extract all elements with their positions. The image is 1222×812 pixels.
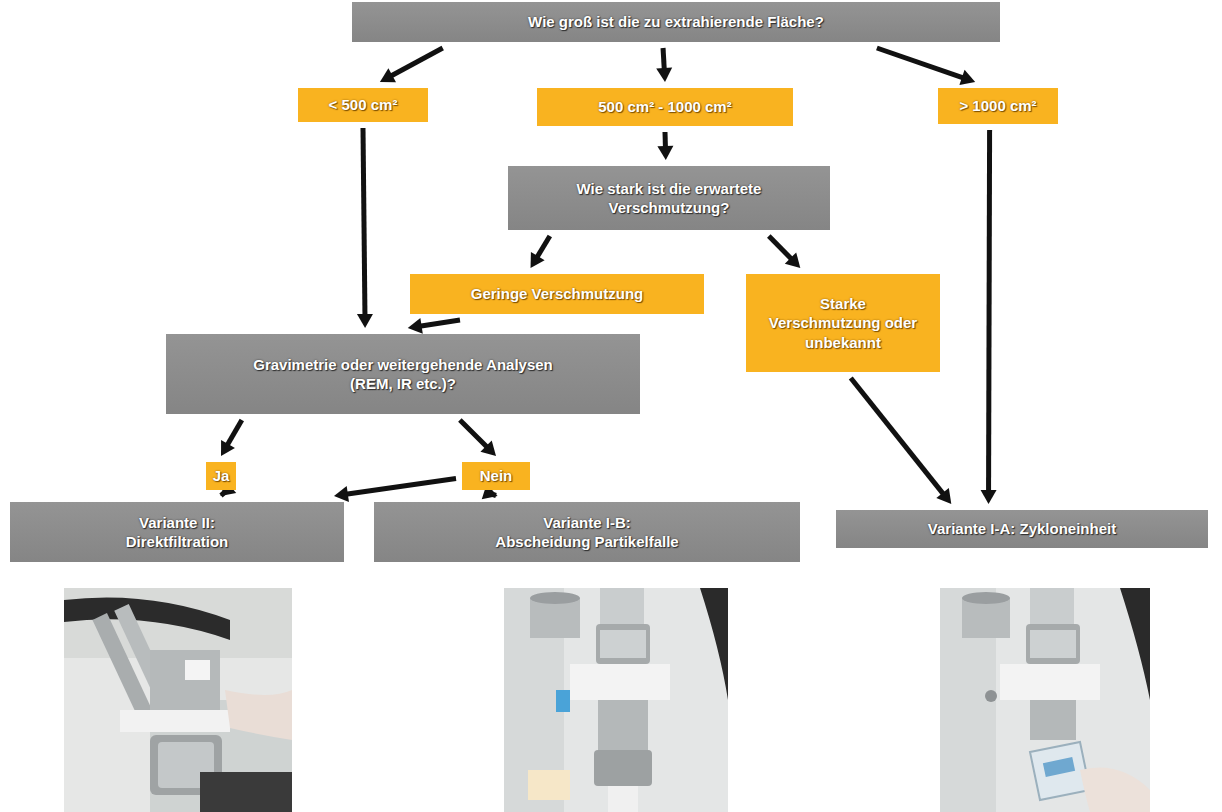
flow-arrow bbox=[380, 48, 443, 82]
answer-box: Nein bbox=[462, 462, 530, 490]
photo-cyclone-unit bbox=[940, 588, 1150, 812]
box-label: Variante I-A: Zykloneinheit bbox=[928, 519, 1116, 539]
box-label: Variante II: bbox=[139, 513, 215, 533]
result-box: Variante II:Direktfiltration bbox=[10, 502, 344, 562]
option-box: Starke Verschmutzung oder unbekannt bbox=[746, 274, 940, 372]
answer-box: Ja bbox=[206, 462, 236, 490]
box-label: Wie groß ist die zu extrahierende Fläche… bbox=[528, 12, 824, 32]
box-label: Ja bbox=[213, 466, 230, 486]
box-label: Starke Verschmutzung oder unbekannt bbox=[768, 294, 918, 353]
question-box: Gravimetrie oder weitergehende Analysen … bbox=[166, 334, 640, 414]
option-box: < 500 cm² bbox=[298, 88, 428, 122]
question-box: Wie stark ist die erwartete Verschmutzun… bbox=[508, 166, 830, 230]
box-label: < 500 cm² bbox=[329, 95, 398, 115]
flow-arrow bbox=[851, 378, 952, 504]
option-box: > 1000 cm² bbox=[938, 88, 1058, 124]
flow-arrow bbox=[531, 236, 550, 268]
flow-arrow bbox=[877, 48, 975, 85]
flow-arrow bbox=[357, 128, 373, 328]
question-box: Wie groß ist die zu extrahierende Fläche… bbox=[352, 2, 1000, 42]
box-label: Nein bbox=[480, 466, 513, 486]
flow-arrow bbox=[657, 132, 673, 160]
box-sublabel: Abscheidung Partikelfalle bbox=[495, 532, 678, 552]
photo-direct-filtration bbox=[64, 588, 292, 812]
flow-arrow bbox=[221, 420, 242, 456]
box-sublabel: Direktfiltration bbox=[126, 532, 229, 552]
flow-arrow bbox=[769, 236, 801, 268]
box-label: Gravimetrie oder weitergehende Analysen … bbox=[236, 355, 570, 394]
box-label: > 1000 cm² bbox=[959, 96, 1036, 116]
option-box: 500 cm² - 1000 cm² bbox=[537, 88, 793, 126]
flow-arrow bbox=[981, 130, 997, 504]
flow-arrow bbox=[656, 48, 672, 82]
result-box: Variante I-A: Zykloneinheit bbox=[836, 510, 1208, 548]
photo-particle-trap bbox=[504, 588, 728, 812]
box-label: Wie stark ist die erwartete Verschmutzun… bbox=[528, 179, 810, 218]
flow-arrow bbox=[334, 479, 456, 502]
option-box: Geringe Verschmutzung bbox=[410, 274, 704, 314]
result-box: Variante I-B:Abscheidung Partikelfalle bbox=[374, 502, 800, 562]
box-label: 500 cm² - 1000 cm² bbox=[598, 97, 731, 117]
flow-arrow bbox=[408, 318, 460, 334]
flow-arrow bbox=[460, 420, 496, 456]
box-label: Geringe Verschmutzung bbox=[471, 284, 644, 304]
box-label: Variante I-B: bbox=[543, 513, 631, 533]
